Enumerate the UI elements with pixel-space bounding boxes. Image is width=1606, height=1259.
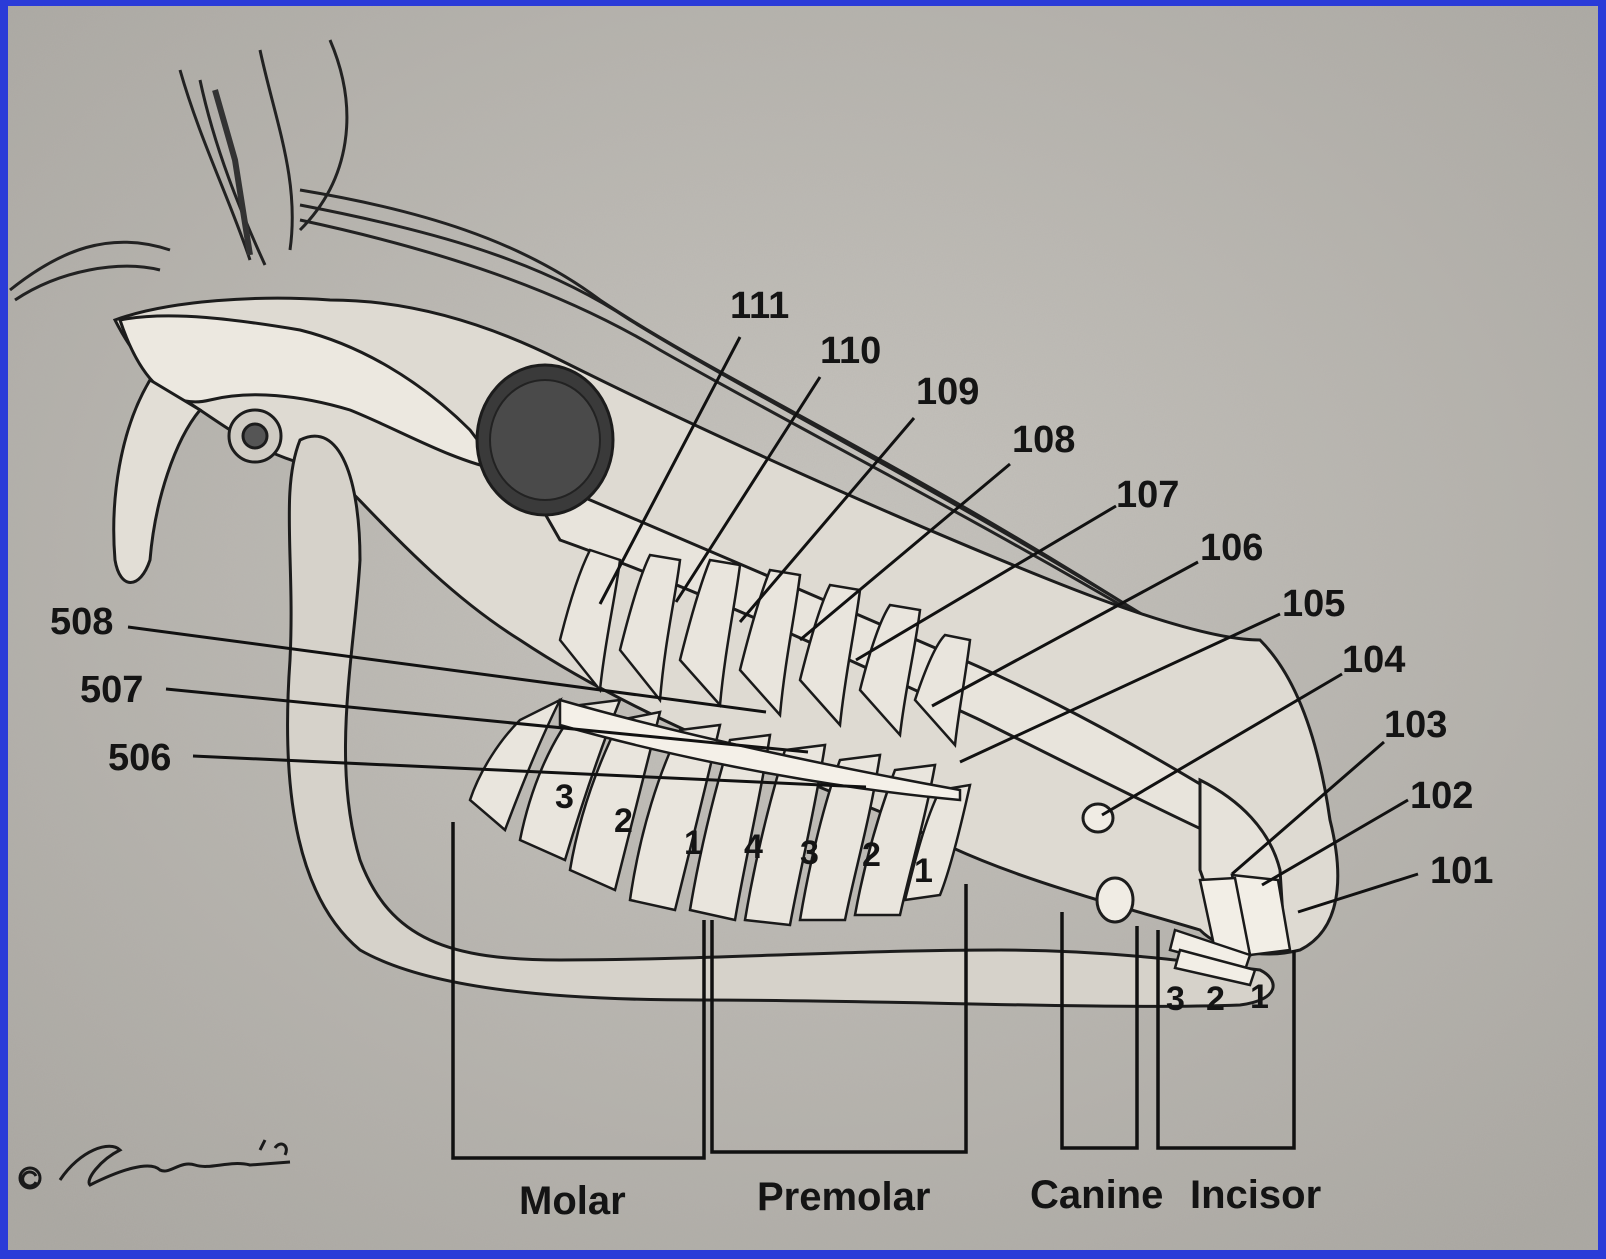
- incisor-3-number: 3: [1166, 980, 1185, 1018]
- label-103: 103: [1384, 704, 1447, 746]
- canine-tooth-drawing: [1097, 878, 1133, 922]
- molar-2-number: 2: [614, 802, 633, 840]
- label-106: 106: [1200, 527, 1263, 569]
- group-label-canine: Canine: [1030, 1173, 1163, 1217]
- group-label-premolar: Premolar: [757, 1175, 930, 1219]
- label-110: 110: [820, 330, 881, 372]
- label-105: 105: [1282, 583, 1345, 625]
- label-104: 104: [1342, 639, 1405, 681]
- label-101: 101: [1430, 850, 1493, 892]
- molar-1-number: 1: [684, 824, 703, 862]
- premolar-1-number: 1: [914, 852, 933, 890]
- label-111: 111: [730, 285, 789, 327]
- ear-canal-inner: [243, 424, 267, 448]
- label-109: 109: [916, 371, 979, 413]
- nasal-knob: [1083, 804, 1113, 832]
- incisor-2-number: 2: [1206, 980, 1225, 1018]
- incisor-1-number: 1: [1250, 978, 1269, 1016]
- label-107: 107: [1116, 474, 1179, 516]
- molar-3-number: 3: [555, 778, 574, 816]
- premolar-4-number: 4: [744, 828, 763, 866]
- label-108: 108: [1012, 419, 1075, 461]
- orbit-inner: [490, 380, 600, 500]
- group-label-molar: Molar: [519, 1179, 626, 1223]
- label-507: 507: [80, 669, 143, 711]
- label-508: 508: [50, 601, 113, 643]
- premolar-2-number: 2: [862, 836, 881, 874]
- premolar-3-number: 3: [800, 834, 819, 872]
- label-506: 506: [108, 737, 171, 779]
- label-102: 102: [1410, 775, 1473, 817]
- group-label-incisor: Incisor: [1190, 1173, 1321, 1217]
